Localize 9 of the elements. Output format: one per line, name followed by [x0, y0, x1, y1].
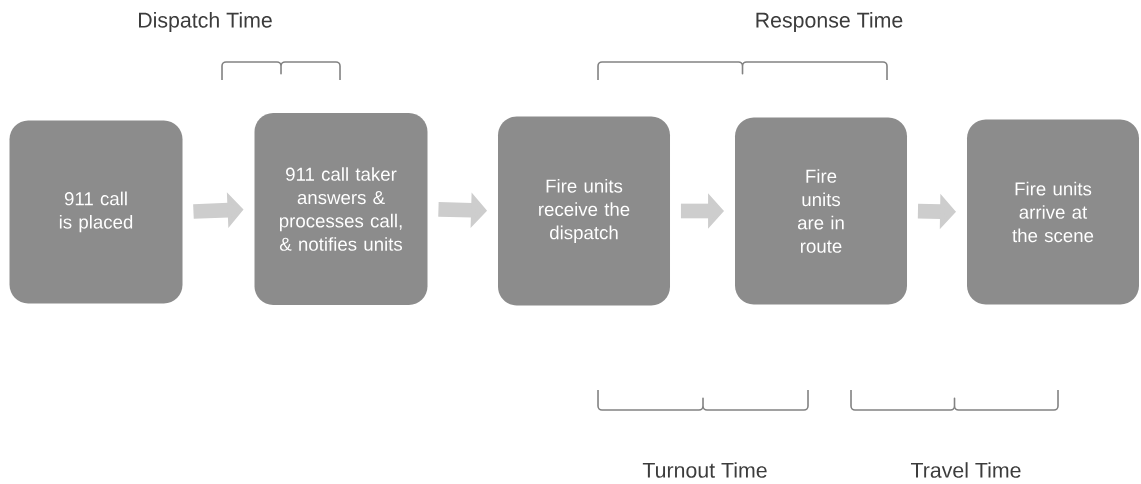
process-box: Fire units receive the dispatch	[498, 116, 670, 306]
process-box: 911 call taker answers & processes call, & notifies units	[254, 113, 428, 305]
process-box: 911 call is placed	[9, 120, 183, 304]
process-box: Fire units arrive at the scene	[967, 119, 1139, 305]
process-box: Fire units are in route	[735, 117, 907, 305]
bracket-label: Travel Time	[911, 462, 1021, 478]
bracket-label: Turnout Time	[642, 462, 767, 478]
bracket-label: Dispatch Time	[139, 12, 272, 32]
bracket-label: Response Time	[756, 12, 903, 32]
